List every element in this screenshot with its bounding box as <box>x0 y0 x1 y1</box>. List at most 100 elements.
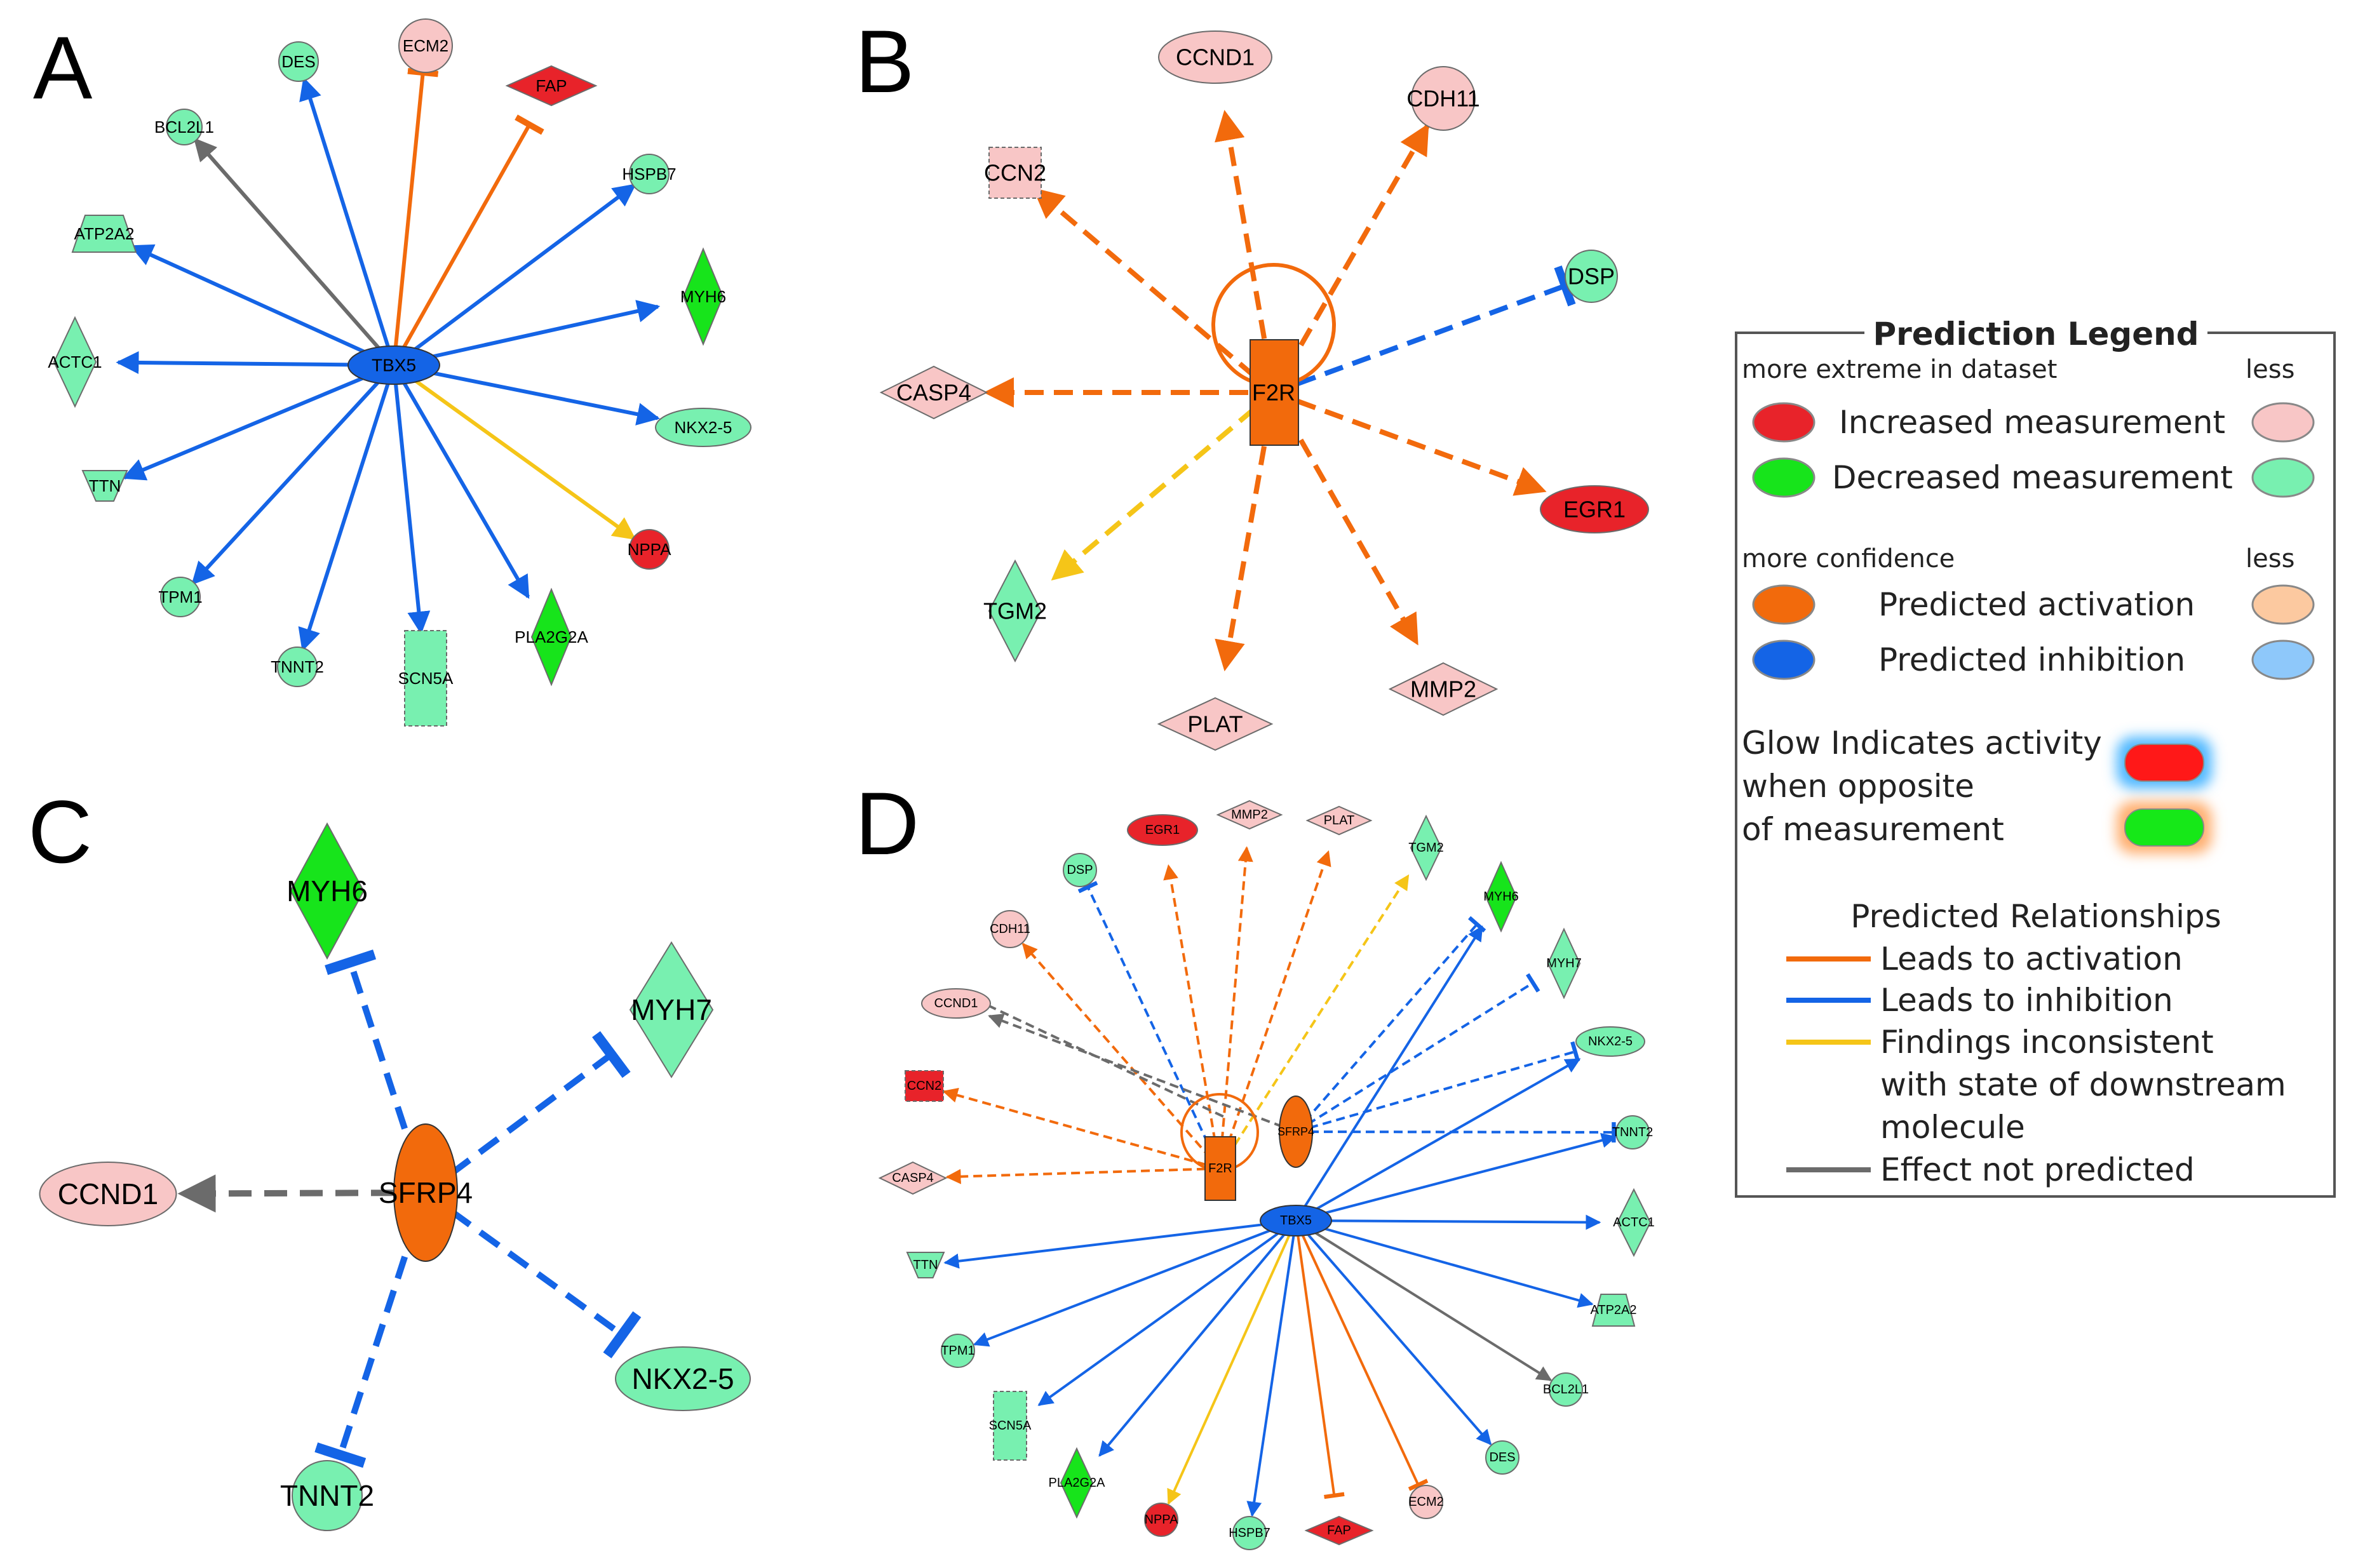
hub-tbx5[interactable]: TBX5 <box>1260 1205 1332 1236</box>
node-label-ecm2: ECM2 <box>403 36 448 55</box>
hub-shape-f2r <box>1250 339 1299 446</box>
node-casp4[interactable]: CASP4 <box>878 1161 948 1195</box>
node-hspb7[interactable]: HSPB7 <box>1229 1516 1270 1550</box>
node-plat[interactable]: PLAT <box>1157 697 1274 751</box>
node-shape-hspb7 <box>629 154 670 194</box>
node-des[interactable]: DES <box>278 41 319 82</box>
node-fap[interactable]: FAP <box>1304 1515 1374 1546</box>
node-shape-ccnd1 <box>39 1162 177 1226</box>
node-shape-cdh11 <box>1411 66 1476 131</box>
node-label-tgm2: TGM2 <box>1408 841 1444 855</box>
node-label-plat: PLAT <box>1187 711 1243 737</box>
hub-f2r[interactable]: F2R <box>1250 339 1299 446</box>
increased-light-swatch <box>2251 402 2315 443</box>
node-egr1[interactable]: EGR1 <box>1127 814 1198 846</box>
node-ccn2[interactable]: CCN2 <box>905 1070 944 1102</box>
node-ccn2[interactable]: CCN2 <box>984 147 1046 199</box>
edge <box>401 114 544 350</box>
node-label-myh6: MYH6 <box>680 287 726 306</box>
hub-sfrp4[interactable]: SFRP4 <box>379 1123 473 1262</box>
node-actc1[interactable]: ACTC1 <box>48 316 102 408</box>
node-plat[interactable]: PLAT <box>1305 805 1373 836</box>
edge <box>393 68 439 347</box>
node-hspb7[interactable]: HSPB7 <box>622 154 677 194</box>
node-mmp2[interactable]: MMP2 <box>1216 800 1283 830</box>
node-bcl2l1[interactable]: BCL2L1 <box>1543 1372 1589 1407</box>
node-ttn[interactable]: TTN <box>81 470 128 502</box>
node-dsp[interactable]: DSP <box>1063 853 1097 887</box>
activation-dark-swatch <box>1752 584 1816 625</box>
node-label-hspb7: HSPB7 <box>622 164 676 184</box>
edge <box>193 137 383 352</box>
node-myh6[interactable]: MYH6 <box>1483 861 1519 933</box>
edge <box>1215 109 1272 368</box>
node-egr1[interactable]: EGR1 <box>1540 485 1649 533</box>
node-tnnt2[interactable]: TNNT2 <box>280 1460 374 1531</box>
node-myh7[interactable]: MYH7 <box>629 941 714 1078</box>
node-pla2g2a[interactable]: PLA2G2A <box>515 587 588 687</box>
node-ecm2[interactable]: ECM2 <box>398 18 453 73</box>
node-scn5a[interactable]: SCN5A <box>398 630 454 727</box>
node-pla2g2a[interactable]: PLA2G2A <box>1049 1447 1106 1519</box>
node-dsp[interactable]: DSP <box>1565 250 1618 303</box>
legend-glow-line2: when opposite <box>1742 768 1974 805</box>
legend-box <box>1735 332 2336 1198</box>
node-nkx2-5[interactable]: NKX2-5 <box>655 408 751 447</box>
hub-sfrp4[interactable]: SFRP4 <box>1277 1096 1314 1168</box>
edge <box>1218 874 1410 1170</box>
node-tgm2[interactable]: TGM2 <box>1408 814 1444 881</box>
node-bcl2l1[interactable]: BCL2L1 <box>154 109 214 145</box>
node-fap[interactable]: FAP <box>505 65 598 107</box>
node-actc1[interactable]: ACTC1 <box>1613 1188 1655 1257</box>
node-label-nppa: NPPA <box>628 540 672 559</box>
node-ccnd1[interactable]: CCND1 <box>1158 30 1272 84</box>
hub-f2r[interactable]: F2R <box>1204 1136 1236 1201</box>
node-tnnt2[interactable]: TNNT2 <box>1612 1115 1653 1149</box>
node-atp2a2[interactable]: ATP2A2 <box>1591 1294 1637 1327</box>
node-des[interactable]: DES <box>1485 1440 1519 1475</box>
node-nkx2-5[interactable]: NKX2-5 <box>615 1346 751 1411</box>
node-shape-ecm2 <box>398 18 453 73</box>
node-shape-myh6 <box>682 247 724 346</box>
node-myh7[interactable]: MYH7 <box>1546 927 1582 1000</box>
node-myh6[interactable]: MYH6 <box>680 247 726 346</box>
node-ccnd1[interactable]: CCND1 <box>39 1162 177 1226</box>
node-label-mmp2: MMP2 <box>1231 808 1268 822</box>
node-label-myh6: MYH6 <box>1483 890 1519 904</box>
node-cdh11[interactable]: CDH11 <box>1406 66 1480 131</box>
node-ccnd1[interactable]: CCND1 <box>921 988 991 1019</box>
node-shape-mmp2 <box>1216 800 1283 830</box>
edge <box>394 384 431 634</box>
legend-inhibition: Predicted inhibition <box>1878 641 2185 678</box>
node-label-myh7: MYH7 <box>1546 956 1582 970</box>
edge <box>1284 123 1430 372</box>
node-myh6[interactable]: MYH6 <box>286 822 368 960</box>
node-shape-ttn <box>906 1252 945 1278</box>
node-nppa[interactable]: NPPA <box>628 529 672 570</box>
node-tpm1[interactable]: TPM1 <box>941 1334 975 1368</box>
node-cdh11[interactable]: CDH11 <box>990 910 1030 948</box>
node-label-ccnd1: CCND1 <box>58 1177 158 1210</box>
node-ecm2[interactable]: ECM2 <box>1408 1485 1444 1519</box>
node-tpm1[interactable]: TPM1 <box>158 577 203 617</box>
hub-tbx5[interactable]: TBX5 <box>347 345 440 385</box>
node-tnnt2[interactable]: TNNT2 <box>271 647 324 687</box>
node-tgm2[interactable]: TGM2 <box>983 559 1047 663</box>
node-nppa[interactable]: NPPA <box>1144 1503 1179 1537</box>
node-casp4[interactable]: CASP4 <box>879 365 988 420</box>
node-ttn[interactable]: TTN <box>906 1252 945 1278</box>
edge <box>1295 1057 1581 1222</box>
glow-green-swatch <box>2124 808 2204 847</box>
legend-increased: Increased measurement <box>1839 404 2225 441</box>
node-label-ccnd1: CCND1 <box>934 996 978 1010</box>
node-scn5a[interactable]: SCN5A <box>989 1391 1032 1461</box>
node-nkx2-5[interactable]: NKX2-5 <box>1575 1026 1645 1057</box>
node-label-casp4: CASP4 <box>892 1171 934 1185</box>
node-mmp2[interactable]: MMP2 <box>1388 662 1499 716</box>
node-atp2a2[interactable]: ATP2A2 <box>71 215 137 253</box>
node-label-myh6: MYH6 <box>286 874 368 908</box>
edge <box>449 1031 631 1177</box>
node-shape-tpm1 <box>160 577 201 617</box>
hub-label-tbx5: TBX5 <box>372 356 416 375</box>
